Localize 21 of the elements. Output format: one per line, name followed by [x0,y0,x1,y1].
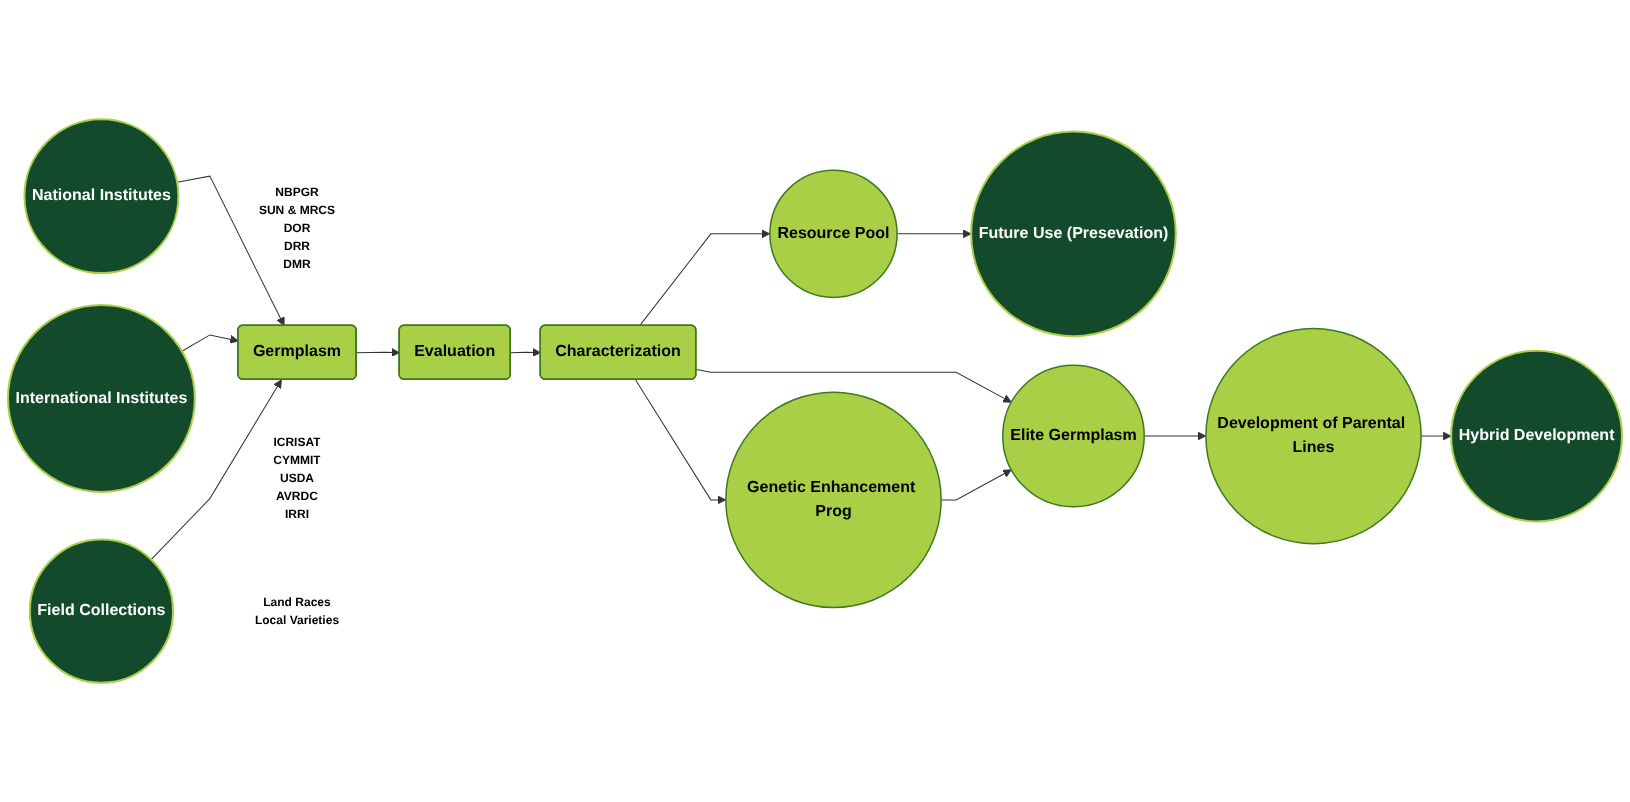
node-circle: Genetic Enhancement Prog [725,391,942,609]
node-circle: Field Collections [28,538,174,684]
arrow [150,379,282,561]
arrow [695,368,1012,403]
arrow [181,334,239,352]
arrow [639,229,771,327]
node-circle: Hybrid Development [1450,349,1623,523]
node-circle: National Institutes [23,118,180,275]
arrow [1420,431,1452,441]
node-circle: Elite Germplasm [1002,364,1145,508]
node-circle: International Institutes [7,304,196,493]
arrow [635,379,727,505]
node-circle: Resource Pool [769,169,898,299]
node-circle: Development of Parental Lines [1205,327,1422,545]
arrow [510,348,542,357]
arrow [176,175,285,327]
arrow [940,469,1012,501]
arrow [356,348,401,357]
node-circle: Future Use (Presevation) [970,130,1177,338]
arrow [1143,431,1207,441]
arrow [896,229,972,239]
